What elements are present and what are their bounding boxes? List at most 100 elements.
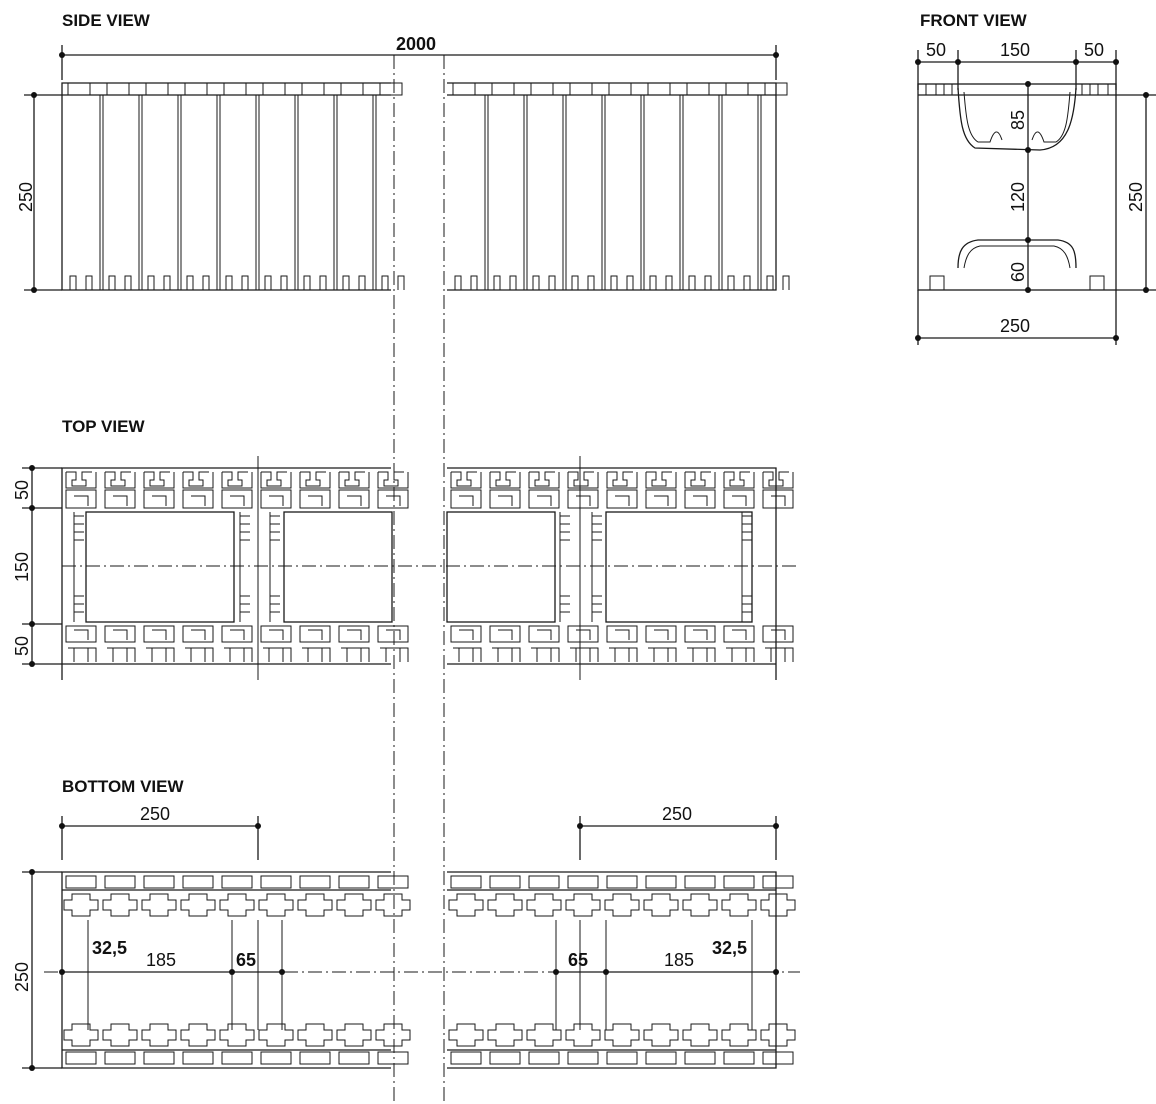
top-tooth-lower	[687, 647, 716, 662]
top-tooth-inner	[450, 625, 482, 643]
top-tooth-lower	[341, 647, 370, 662]
top-tooth-lower	[531, 647, 560, 662]
dimension-front-middle: 150	[1000, 40, 1030, 60]
bottom-tooth-base	[450, 1051, 482, 1065]
bottom-tooth-lower	[63, 1023, 99, 1047]
side-groove	[186, 275, 210, 290]
bottom-tooth-lower	[565, 1023, 601, 1047]
top-tooth-inner	[377, 489, 409, 509]
top-tooth-inner	[567, 625, 599, 643]
top-tooth-inner	[221, 625, 253, 643]
bottom-tooth-base	[260, 1051, 292, 1065]
top-tooth-lower	[570, 647, 599, 662]
top-tooth-inner	[645, 489, 677, 509]
dimension-top-50b: 50	[12, 636, 32, 656]
side-view: 2000 250	[16, 34, 790, 293]
bottom-tooth-lower	[721, 1023, 757, 1047]
bottom-tooth-base	[567, 1051, 599, 1065]
bottom-tooth-top	[567, 875, 599, 889]
top-tooth-upper	[723, 471, 755, 489]
side-view-title: SIDE VIEW	[62, 11, 151, 30]
dimension-bottom-right-65: 65	[568, 950, 588, 970]
bottom-tooth-base	[182, 1051, 214, 1065]
bottom-tooth-base	[377, 1051, 409, 1065]
bottom-tooth-lower	[141, 1023, 177, 1047]
top-tooth-upper	[567, 471, 599, 489]
bottom-tooth-base	[299, 1051, 331, 1065]
bottom-tooth-upper	[604, 893, 640, 917]
dimension-front-60: 60	[1008, 262, 1028, 282]
top-tooth-inner	[299, 625, 331, 643]
bottom-tooth-upper	[141, 893, 177, 917]
bottom-tooth-base	[221, 1051, 253, 1065]
dimension-front-right: 50	[1084, 40, 1104, 60]
side-groove	[688, 275, 712, 290]
top-tooth-lower	[185, 647, 214, 662]
bottom-tooth-top	[221, 875, 253, 889]
side-groove	[571, 275, 595, 290]
side-tongue	[725, 82, 749, 96]
side-groove	[225, 275, 249, 290]
bottom-tooth-lower	[102, 1023, 138, 1047]
top-tooth-upper	[528, 471, 560, 489]
top-tooth-inner	[377, 625, 409, 643]
side-tongue	[608, 82, 632, 96]
top-tooth-inner	[489, 489, 521, 509]
dimension-front-85: 85	[1008, 110, 1028, 130]
side-tongue	[569, 82, 593, 96]
bottom-tooth-top	[65, 875, 97, 889]
top-tooth-inner	[762, 489, 794, 509]
bottom-tooth-upper	[375, 893, 411, 917]
bottom-tooth-upper	[63, 893, 99, 917]
bottom-tooth-upper	[258, 893, 294, 917]
side-groove	[727, 275, 751, 290]
top-tooth-inner	[684, 489, 716, 509]
bottom-tooth-upper	[526, 893, 562, 917]
bottom-tooth-lower	[643, 1023, 679, 1047]
bottom-tooth-top	[299, 875, 331, 889]
bottom-tooth-top	[645, 875, 677, 889]
bottom-tooth-top	[104, 875, 136, 889]
bottom-tooth-top	[182, 875, 214, 889]
bottom-tooth-lower	[297, 1023, 333, 1047]
bottom-tooth-top	[260, 875, 292, 889]
dimension-front-120: 120	[1008, 182, 1028, 212]
side-groove	[454, 275, 478, 290]
top-tooth-lower	[453, 647, 482, 662]
bottom-view: 250 250 250 32,5 18	[12, 804, 800, 1071]
top-tooth-inner	[260, 489, 292, 509]
top-tooth-lower	[263, 647, 292, 662]
side-tongue	[686, 82, 710, 96]
side-groove	[342, 275, 366, 290]
bottom-tooth-lower	[760, 1023, 796, 1047]
dimension-bottom-left-span: 250	[140, 804, 170, 824]
bottom-tooth-upper	[565, 893, 601, 917]
side-groove	[147, 275, 171, 290]
bottom-tooth-top	[606, 875, 638, 889]
bottom-tooth-top	[489, 875, 521, 889]
side-tongue	[452, 82, 476, 96]
bottom-tooth-lower	[219, 1023, 255, 1047]
top-tooth-inner	[606, 625, 638, 643]
top-tooth-upper	[762, 471, 794, 489]
top-tooth-upper	[377, 471, 409, 489]
top-tooth-lower	[146, 647, 175, 662]
top-tooth-upper	[104, 471, 136, 489]
bottom-tooth-top	[338, 875, 370, 889]
side-tongue	[647, 82, 671, 96]
top-tooth-upper	[606, 471, 638, 489]
front-view-title: FRONT VIEW	[920, 11, 1028, 30]
side-groove	[264, 275, 288, 290]
top-tooth-lower	[765, 647, 794, 662]
top-tooth-inner	[645, 625, 677, 643]
top-tooth-upper	[489, 471, 521, 489]
side-tongue	[301, 82, 325, 96]
side-tongue	[530, 82, 554, 96]
top-tooth-inner	[338, 489, 370, 509]
top-tooth-upper	[299, 471, 331, 489]
top-tooth-lower	[68, 647, 97, 662]
bottom-view-title: BOTTOM VIEW	[62, 777, 184, 796]
side-tongue	[106, 82, 130, 96]
top-tooth-upper	[65, 471, 97, 489]
